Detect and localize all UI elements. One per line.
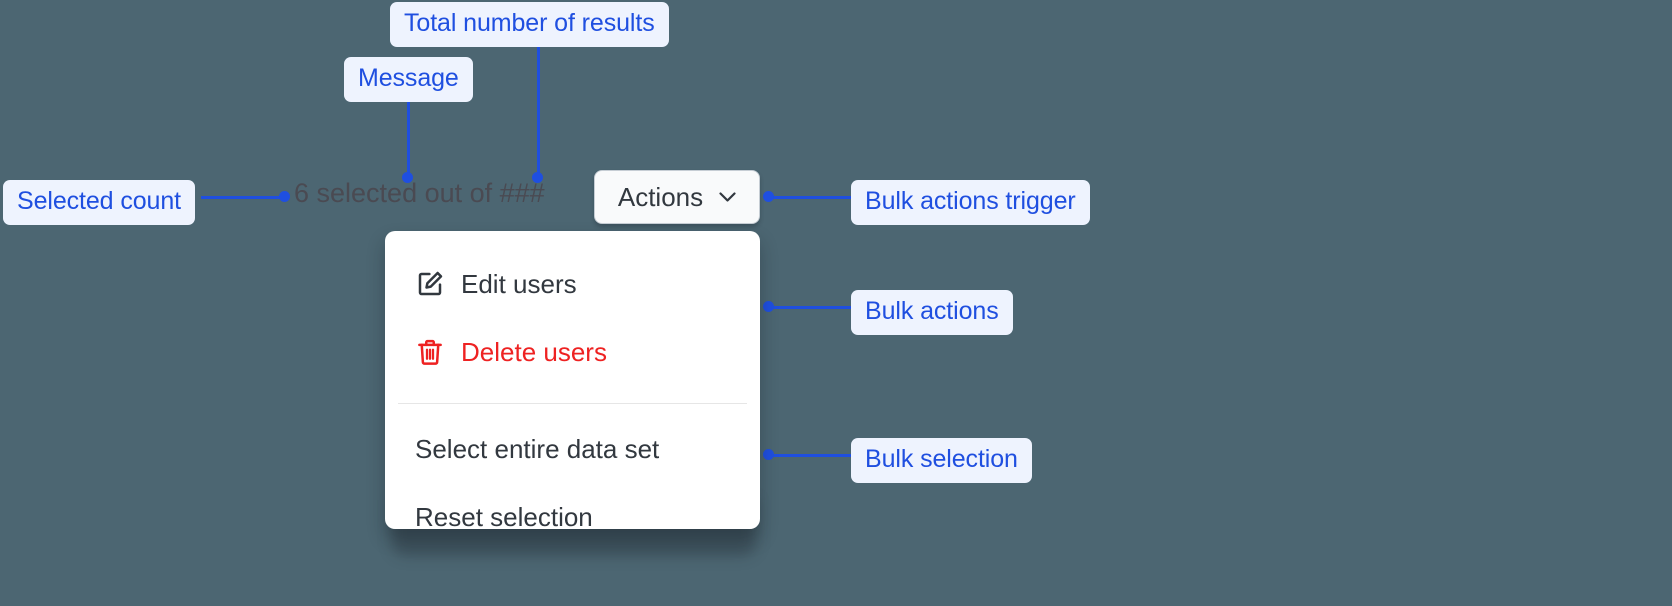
leader-line-total-results xyxy=(537,38,540,178)
leader-dot-bulk-actions xyxy=(763,301,774,312)
menu-item-label: Delete users xyxy=(461,337,607,367)
leader-line-bulk-actions-trigger xyxy=(768,196,854,199)
leader-line-bulk-actions xyxy=(768,306,854,309)
annotation-bulk-actions-trigger: Bulk actions trigger xyxy=(851,180,1090,225)
leader-dot-selected-count xyxy=(279,191,290,202)
bulk-actions-trigger-button[interactable]: Actions xyxy=(594,170,760,224)
menu-item-reset-selection[interactable]: Reset selection xyxy=(385,490,760,544)
annotation-message: Message xyxy=(344,57,473,102)
menu-separator xyxy=(398,403,747,404)
annotation-bulk-actions: Bulk actions xyxy=(851,290,1013,335)
leader-line-selected-count xyxy=(201,196,286,199)
bulk-actions-menu: Edit users Delete users Select entire da… xyxy=(385,231,760,530)
leader-dot-bulk-actions-trigger xyxy=(763,191,774,202)
menu-item-select-entire-data-set[interactable]: Select entire data set xyxy=(385,422,760,476)
menu-item-label: Edit users xyxy=(461,269,577,299)
annotation-bulk-selection: Bulk selection xyxy=(851,438,1032,483)
edit-pencil-icon xyxy=(415,269,445,299)
menu-item-edit-users[interactable]: Edit users xyxy=(385,257,760,311)
menu-item-label: Select entire data set xyxy=(415,434,660,464)
leader-line-bulk-selection xyxy=(768,454,854,457)
leader-line-message xyxy=(407,92,410,178)
menu-item-delete-users[interactable]: Delete users xyxy=(385,325,760,379)
leader-dot-bulk-selection xyxy=(763,449,774,460)
leader-dot-total-results xyxy=(532,172,543,183)
leader-dot-message xyxy=(402,172,413,183)
annotation-total-number-of-results: Total number of results xyxy=(390,2,669,47)
annotation-selected-count: Selected count xyxy=(3,180,195,225)
selected-count-message: 6 selected out of ### xyxy=(294,178,545,208)
chevron-down-icon xyxy=(719,191,736,203)
menu-item-label: Reset selection xyxy=(415,502,593,532)
actions-button-label: Actions xyxy=(617,182,704,212)
trash-icon xyxy=(415,337,445,367)
